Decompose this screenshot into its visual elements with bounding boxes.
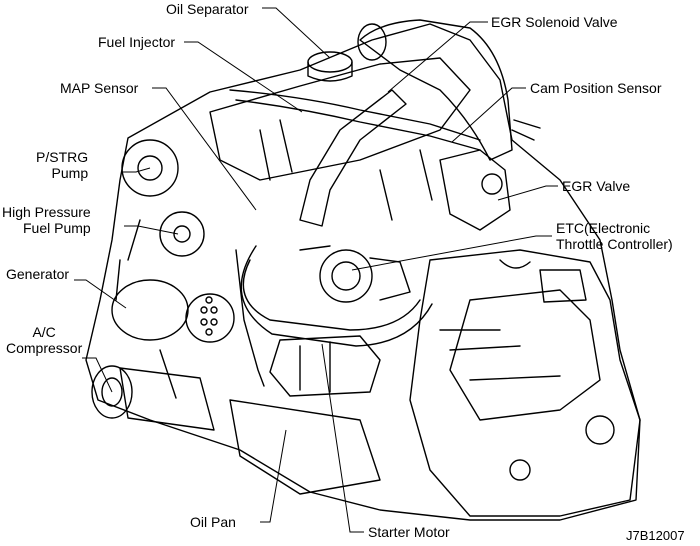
leader-generator [74,279,127,309]
leader-etc [351,235,552,271]
leader-ac-compressor [82,357,113,393]
figure-code: J7B12007 [626,528,685,543]
leader-starter-motor [321,343,364,533]
leader-oil-separator [262,7,331,59]
label-etc: ETC(Electronic Throttle Controller) [556,220,673,252]
oil-pan [229,399,381,495]
generator-body [111,279,189,341]
label-egr-solenoid-valve: EGR Solenoid Valve [491,14,618,30]
leader-hp-fuel-pump [124,225,179,235]
leader-egr-valve [497,185,558,201]
throttle-body [319,249,373,303]
label-ac-compressor: A/C Compressor [6,324,83,356]
leader-oil-pan [260,429,287,523]
intake-duct [359,19,513,161]
leader-cam-position-sensor [451,87,526,143]
egr-valve-housing [439,149,511,231]
label-hp-fuel-pump: High Pressure Fuel Pump [2,204,91,236]
label-cam-position-sensor: Cam Position Sensor [530,80,662,96]
label-map-sensor: MAP Sensor [60,80,139,96]
oil-separator-cap [307,51,353,73]
generator-fins [200,296,218,336]
label-starter-motor: Starter Motor [368,524,450,540]
leader-lines [74,7,558,533]
ac-compressor-body [119,367,215,431]
leader-map-sensor [152,87,257,211]
leader-egr-solenoid-valve [387,21,488,93]
central-intake-hose [299,89,407,227]
label-egr-valve: EGR Valve [562,178,631,194]
cylinder-head-cover [209,57,471,181]
ac-compressor-pulley [91,365,133,419]
duct-opening [357,23,387,61]
label-generator: Generator [6,266,70,282]
lower-intake-hose [242,259,421,331]
hp-fuel-pump [159,211,205,257]
engine-block-outline [85,23,641,521]
pstrg-pulley [121,139,179,197]
transmission-housing [409,249,641,517]
starter-motor-body [269,335,381,397]
dipstick-tube [235,249,265,387]
label-oil-separator: Oil Separator [166,1,249,17]
label-fuel-injector: Fuel Injector [98,34,176,50]
label-oil-pan: Oil Pan [190,514,236,530]
leader-pstrg-pump [122,167,151,173]
fuel-rail-tube [229,89,481,141]
leader-fuel-injector [184,41,303,113]
label-pstrg-pump: P/STRG Pump [36,149,89,181]
